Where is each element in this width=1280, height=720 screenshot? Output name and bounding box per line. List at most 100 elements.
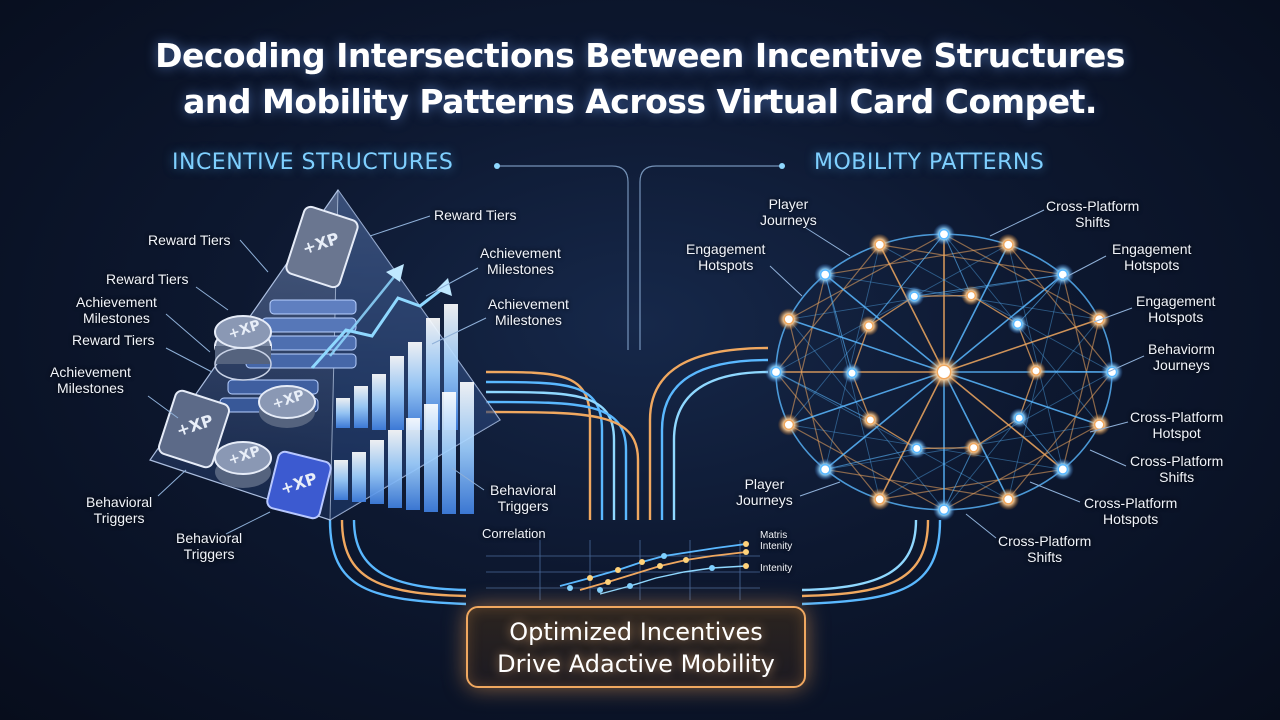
label-line: Journeys <box>760 212 817 228</box>
network-edge <box>943 234 972 296</box>
network-node-core <box>1057 269 1069 280</box>
legend-line: Intenity <box>760 541 793 552</box>
label-line: Engagement <box>1112 241 1192 257</box>
network-edge <box>1017 274 1064 325</box>
network-edge <box>868 233 945 327</box>
network-node-core <box>1093 419 1105 431</box>
network-edge <box>1007 244 1113 373</box>
network-edge <box>879 371 1113 500</box>
label-behaviorm-journeys: Behaviorm Journeys <box>1148 341 1215 373</box>
network-edge <box>824 274 853 374</box>
label-line: Hotspots <box>1148 309 1204 325</box>
banner-line-1: Optimized Incentives <box>509 618 763 646</box>
network-edge <box>1062 319 1100 470</box>
label-line: Engagement <box>1136 293 1216 309</box>
network-edge <box>775 371 1009 500</box>
xp-card-blue <box>266 450 332 520</box>
legend-line: Matris <box>760 530 788 541</box>
network-edge <box>825 468 1009 500</box>
network-node-core <box>874 493 886 505</box>
network-edge <box>1035 370 1113 373</box>
network-node-core <box>909 291 920 302</box>
network-edge <box>788 318 945 373</box>
label-engagement-hotspots: Engagement Hotspots <box>686 241 765 273</box>
banner-line-2: Drive Adactive Mobility <box>497 650 775 678</box>
network-edge <box>788 274 1063 320</box>
decor-bar <box>424 404 438 512</box>
network-node-core <box>874 239 886 251</box>
label-line: Milestones <box>487 261 554 277</box>
label-line: Behavioral <box>176 530 243 546</box>
network-node-core <box>966 290 977 301</box>
section-connector-lines <box>497 165 782 350</box>
trend-arrow <box>310 264 452 370</box>
decor-bar <box>460 382 474 514</box>
network-node-core <box>911 443 922 454</box>
network-node-core <box>1093 313 1105 325</box>
bar-groups <box>334 304 474 514</box>
decor-bar <box>408 342 422 430</box>
network-edge <box>824 273 945 373</box>
network-node-core <box>863 320 874 331</box>
label-line: Achievement <box>76 294 157 310</box>
label-line: Cross-Platform <box>1130 453 1224 469</box>
label-line: Achievement <box>488 296 569 312</box>
network-edge <box>824 274 881 500</box>
network-edge <box>1007 244 1064 470</box>
label-line: Triggers <box>497 498 549 514</box>
network-edge <box>878 371 945 500</box>
network-node-core <box>1002 239 1014 251</box>
label-achievement-milestones: Achievement Milestones <box>488 296 569 328</box>
decor-bar <box>390 356 404 430</box>
xp-card-top <box>285 205 359 289</box>
label-cross-platform-shifts: Cross-Platform Shifts <box>998 533 1091 565</box>
incentive-structures-heading: INCENTIVE STRUCTURES <box>172 150 454 175</box>
network-edge <box>943 318 1100 373</box>
label-line: Hotspot <box>1152 425 1201 441</box>
network-edge <box>879 244 1063 276</box>
network-node-core <box>819 464 831 475</box>
label-line: Shifts <box>1075 214 1111 230</box>
network-node-core <box>1031 365 1041 376</box>
label-cross-platform-shifts: Cross-Platform Shifts <box>1130 453 1223 485</box>
network-edge <box>825 244 1009 276</box>
label-line: Shifts <box>1027 549 1063 565</box>
label-line: Behavioral <box>490 482 557 498</box>
right-leader-lines <box>769 209 1145 539</box>
label-line: Achievement <box>50 364 131 380</box>
label-line: Achievement <box>480 245 561 261</box>
network-node-core <box>1014 413 1025 424</box>
network-edge <box>775 371 881 500</box>
network-edge <box>788 233 945 320</box>
label-line: Hotspots <box>1103 511 1159 527</box>
network-edge <box>943 424 1100 511</box>
label-line: Triggers <box>93 510 145 526</box>
network-edge <box>775 244 881 373</box>
label-line: Cross-Platform <box>1084 495 1178 511</box>
outcome-banner: Optimized Incentives Drive Adactive Mobi… <box>466 606 806 688</box>
correlation-label: Correlation <box>482 526 546 541</box>
network-node-core <box>783 313 795 325</box>
label-line: Player <box>744 476 785 492</box>
label-player-journeys: Player Journeys <box>760 196 817 228</box>
xp-card-left <box>157 389 231 469</box>
network-edge <box>943 447 975 510</box>
label-cross-platform-hotspots: Cross-Platform Hotspots <box>1084 495 1177 527</box>
label-line: Journeys <box>1153 357 1210 373</box>
network-edge <box>825 424 1100 470</box>
label-line: Shifts <box>1159 469 1195 485</box>
left-leader-lines <box>147 215 487 535</box>
label-cross-platform-hotspot: Cross-Platform Hotspot <box>1130 409 1223 441</box>
xp-coin-3 <box>214 441 272 488</box>
page-title-line-1: Decoding Intersections Between Incentive… <box>155 36 1125 75</box>
correlation-legend-matrix-intensity: Matris Intenity <box>760 530 792 552</box>
label-line: Hotspots <box>1124 257 1180 273</box>
network-edge <box>943 233 1100 320</box>
label-behavioral-triggers: Behavioral Triggers <box>86 494 152 526</box>
decor-bar <box>352 452 366 502</box>
connector-dot <box>494 163 500 169</box>
xp-coin-1 <box>214 315 272 381</box>
network-edge <box>943 371 1064 471</box>
correlation-chart <box>486 540 760 600</box>
network-edge <box>1007 274 1064 500</box>
